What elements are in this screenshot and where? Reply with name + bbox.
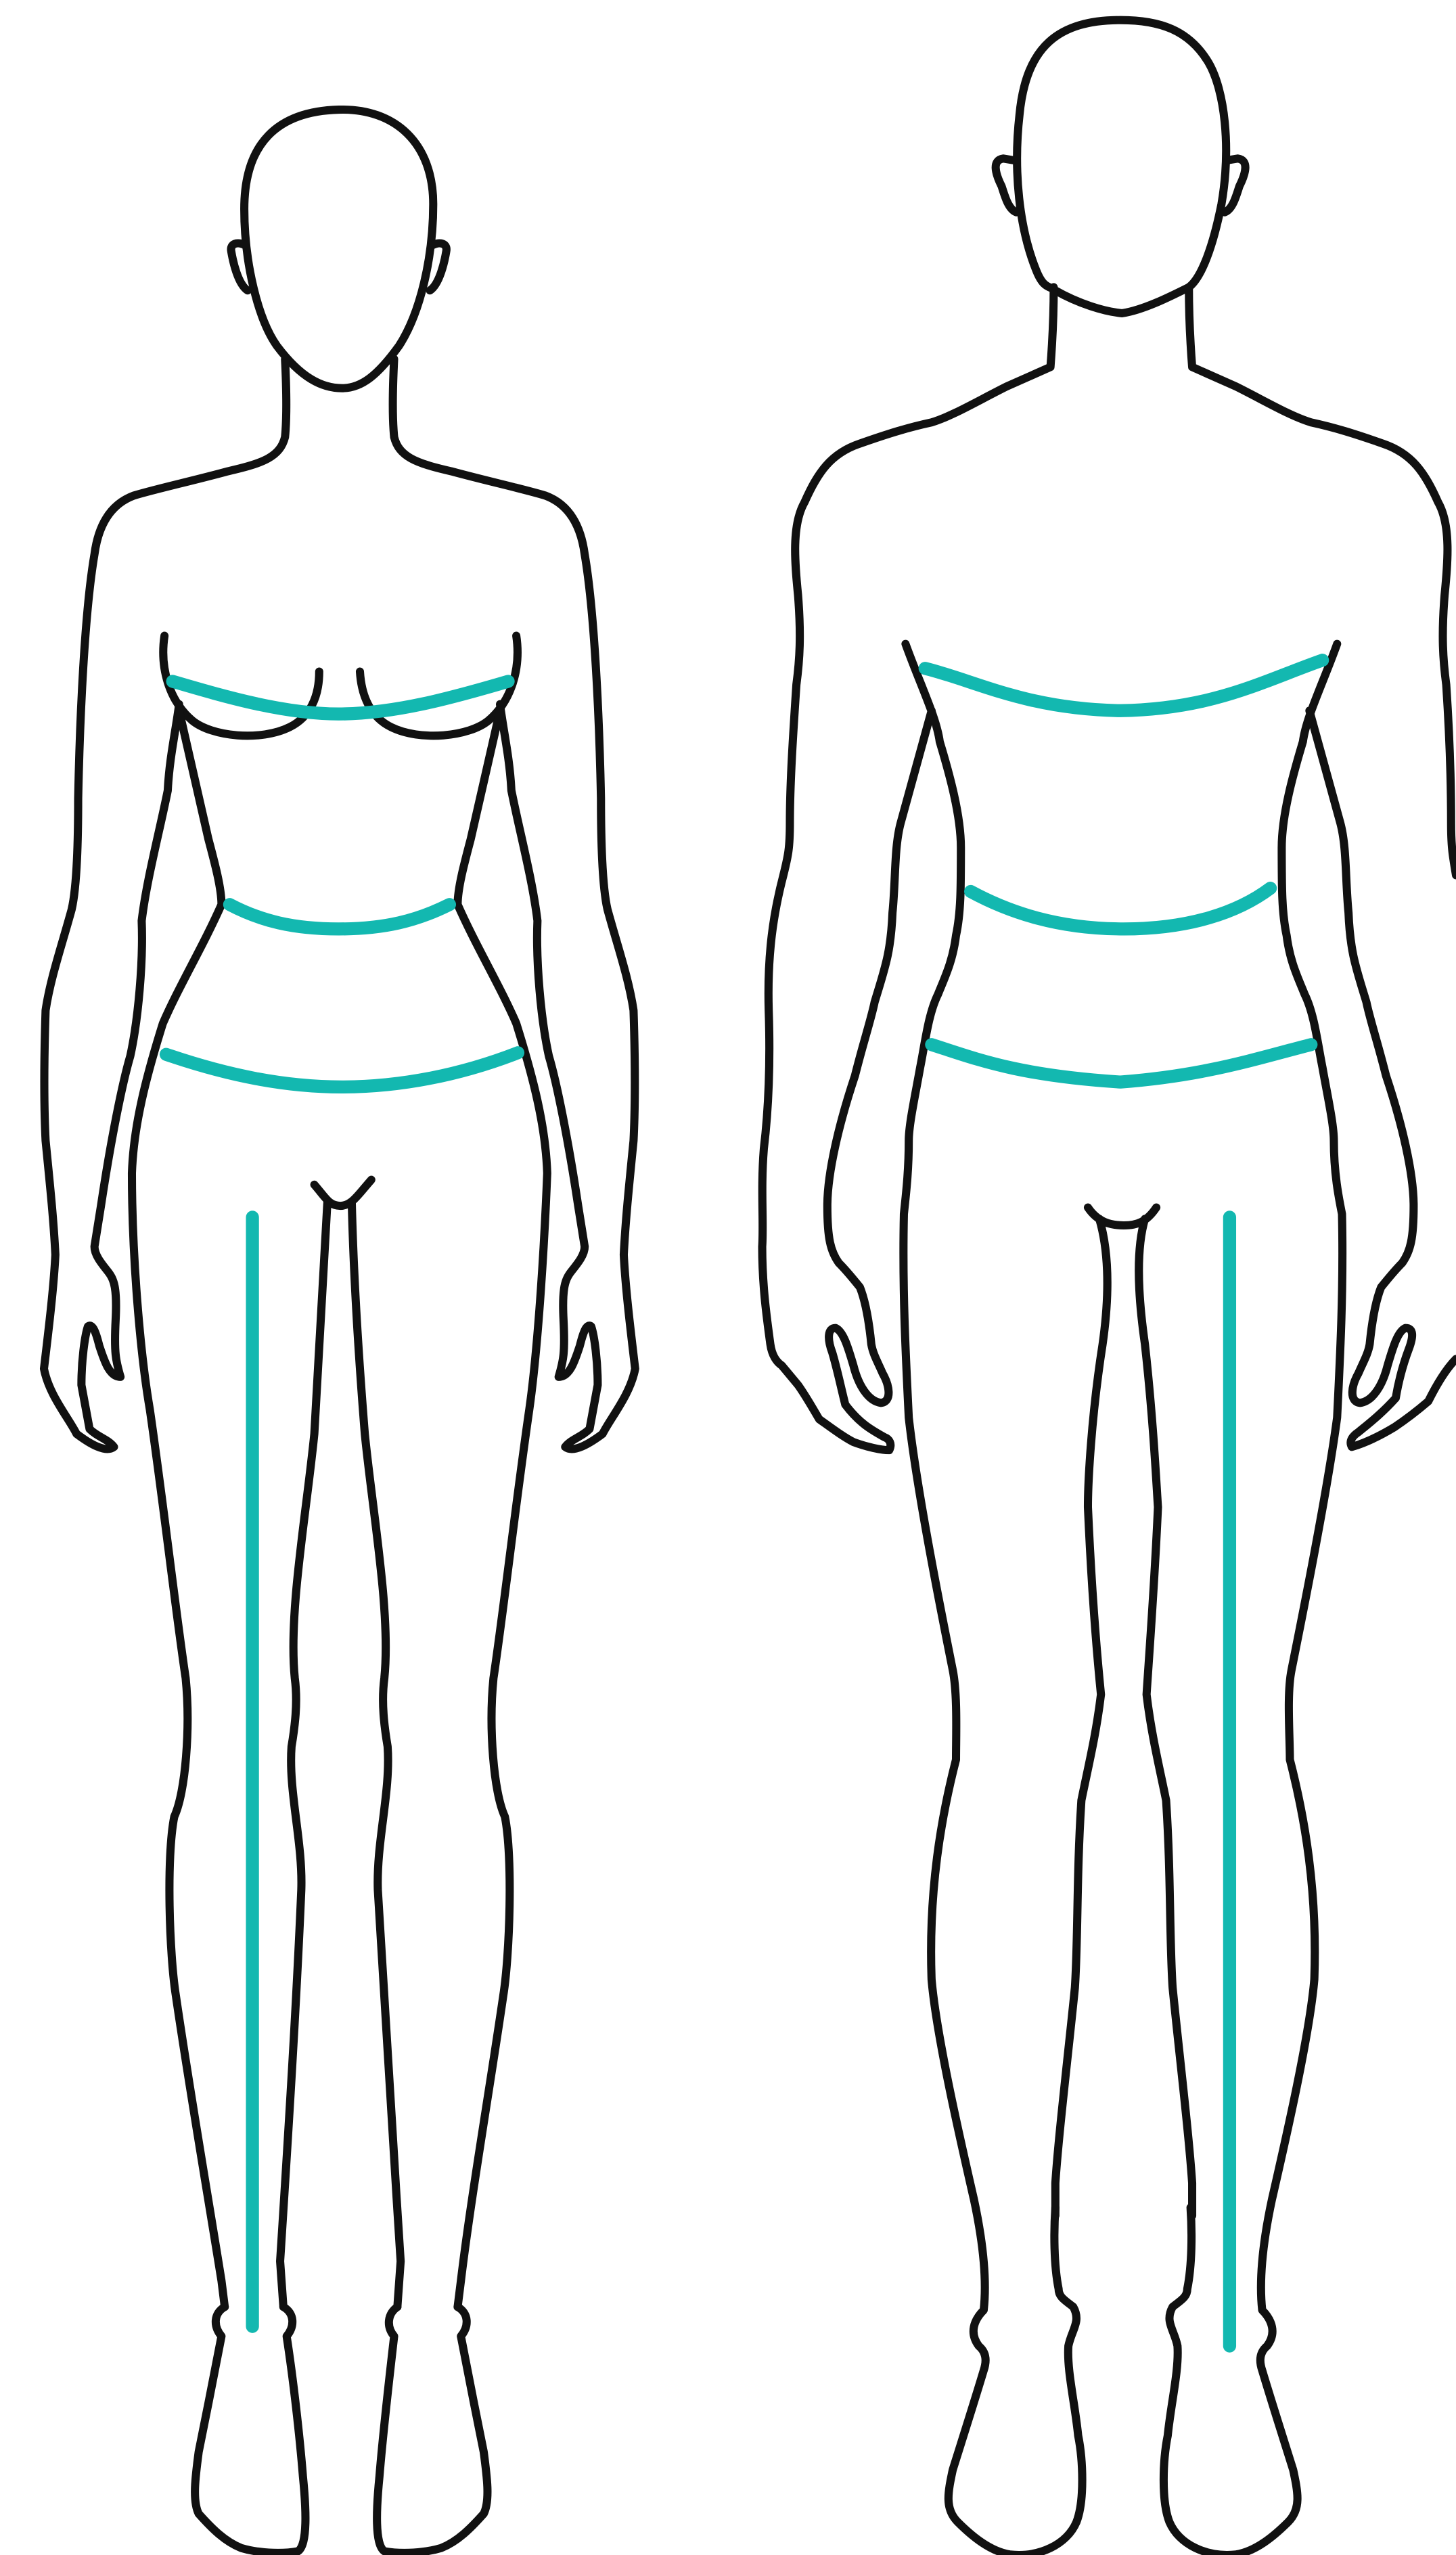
male-chest-arrow: [925, 660, 1322, 711]
male-head: [1017, 20, 1226, 313]
female-neck-shoulders-right: [393, 359, 635, 1449]
female-hip-arrow: [166, 1053, 518, 1087]
female-head: [244, 110, 433, 388]
male-waist-arrow: [971, 888, 1271, 929]
male-arm-right: [1309, 710, 1456, 1447]
male-torso-left: [903, 644, 1082, 2555]
male-hip-arrow: [932, 1045, 1311, 1082]
male-torso-right: [1164, 644, 1342, 2555]
female-crotch: [315, 1180, 371, 1206]
female-waist-arrow: [229, 905, 449, 929]
female-inner-leg-right: [352, 1202, 401, 2307]
male-figure: [763, 20, 1456, 2555]
female-figure: [44, 110, 635, 2553]
female-left-foot: [195, 2307, 305, 2553]
female-right-foot: [377, 2307, 487, 2553]
female-inner-leg-left: [280, 1202, 327, 2307]
male-shoulder-right: [1189, 287, 1456, 875]
male-inner-leg-left: [1055, 1219, 1108, 2215]
male-inner-leg-right: [1139, 1219, 1192, 2215]
male-measurements: [925, 660, 1322, 2346]
male-shoulder-left: [763, 287, 1054, 1450]
female-bust-arrow: [173, 681, 508, 714]
